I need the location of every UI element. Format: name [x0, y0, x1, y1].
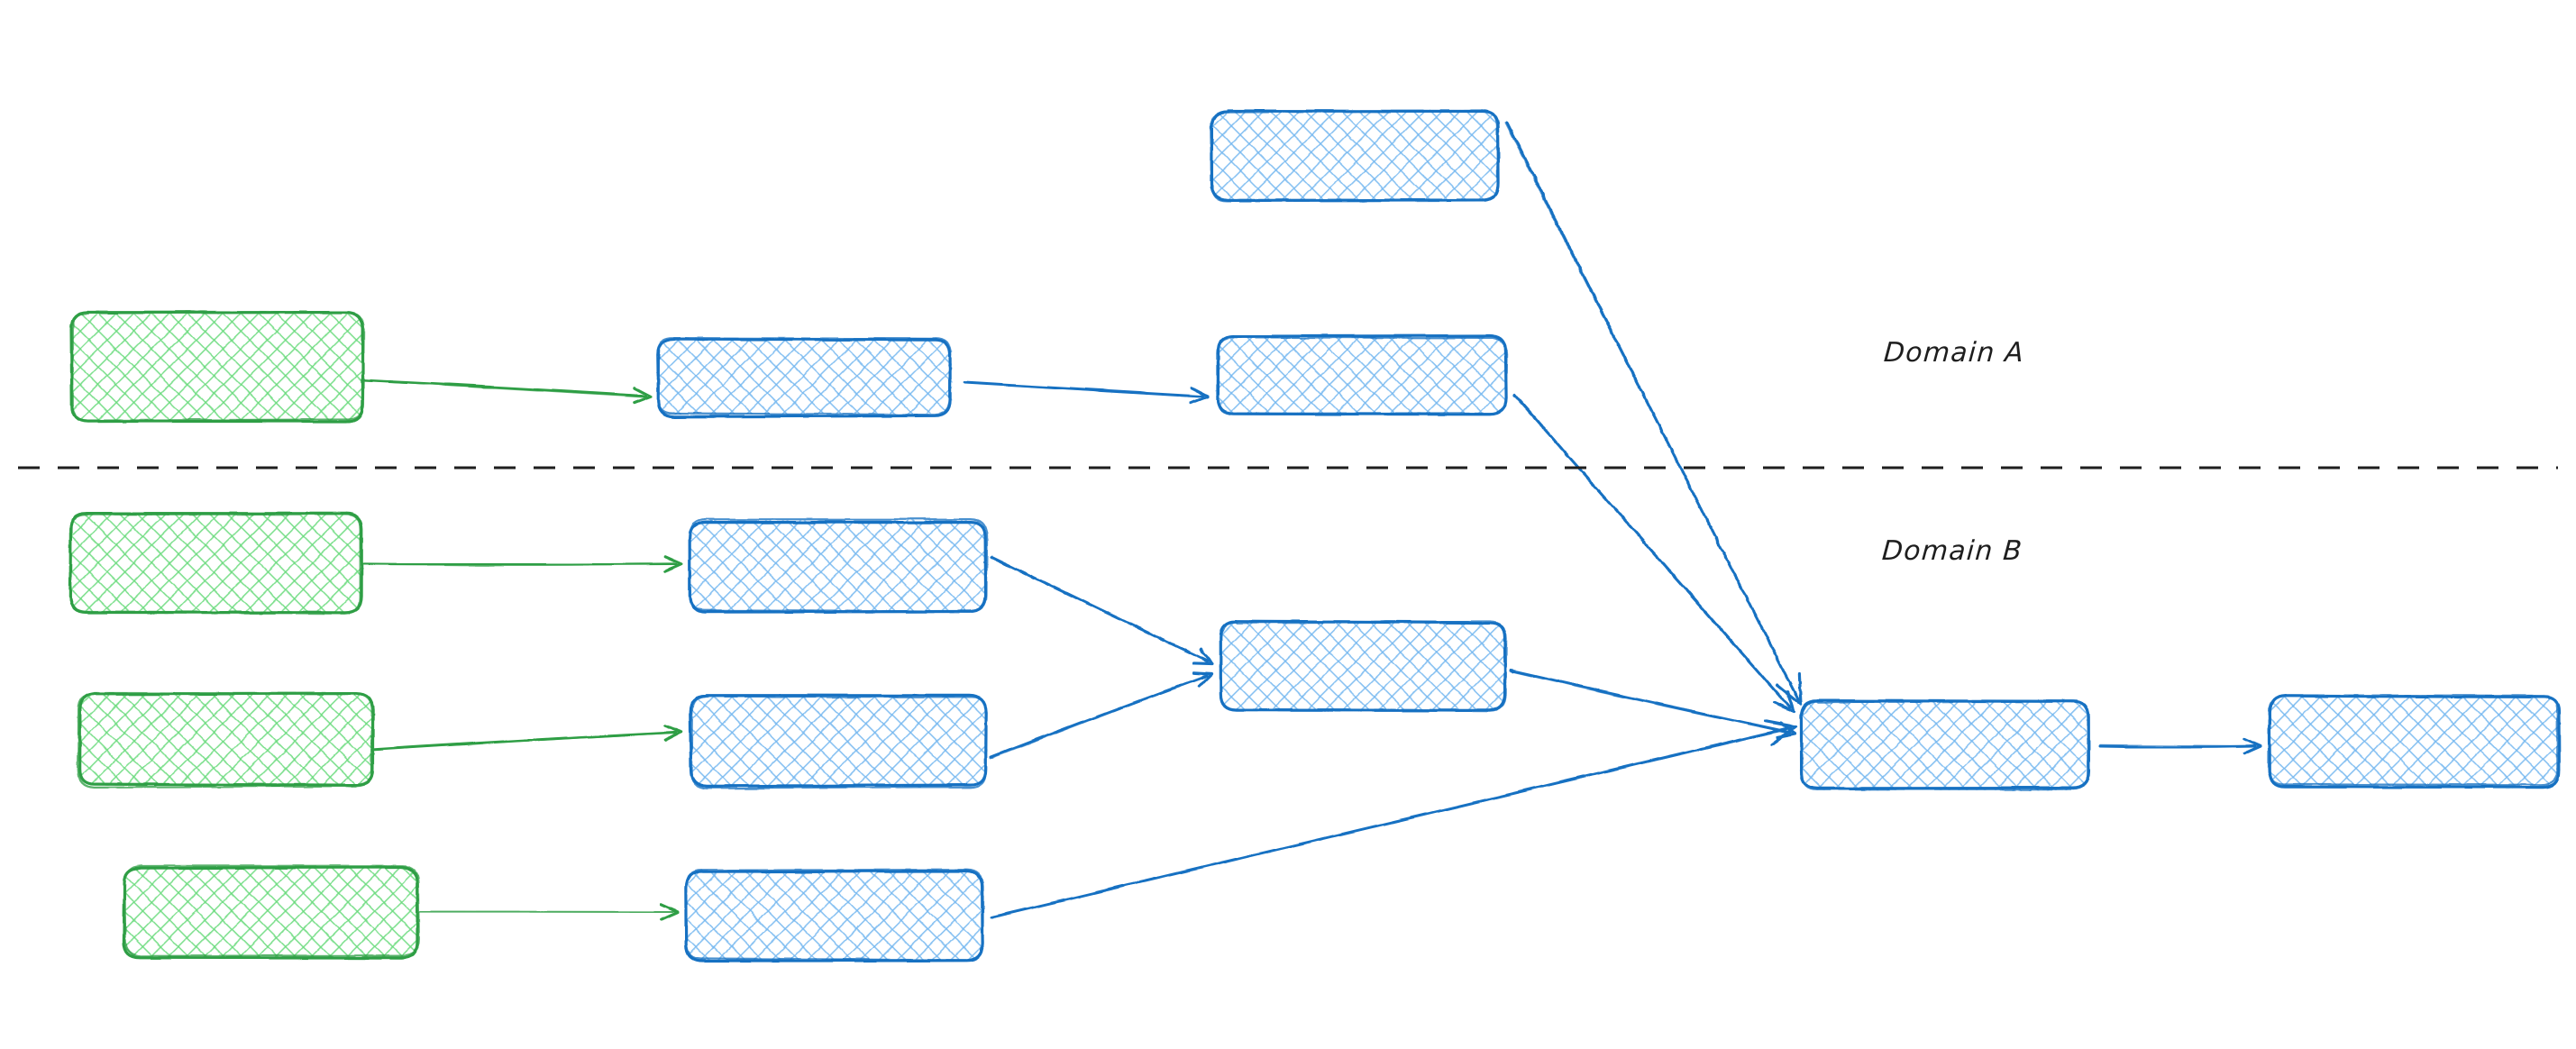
node-b-out[interactable] — [2269, 695, 2559, 787]
node-b-src-2[interactable] — [78, 693, 373, 787]
domain-a-label: Domain A — [1883, 337, 2026, 369]
node-b-proc-1[interactable] — [690, 519, 987, 612]
node-a-src-1[interactable] — [71, 312, 364, 422]
edge-e10 — [991, 721, 1795, 917]
node-b-proc-3[interactable] — [686, 870, 983, 961]
edge-e11 — [1511, 670, 1795, 737]
nodes-layer — [70, 111, 2560, 961]
node-b-src-1[interactable] — [70, 514, 361, 614]
edge-e1 — [362, 380, 651, 403]
edge-e12 — [2100, 739, 2261, 753]
edges-layer — [362, 123, 2261, 919]
node-a-top-1[interactable] — [1211, 111, 1500, 201]
domain-b-label: Domain B — [1881, 535, 2024, 567]
edge-e6 — [370, 725, 681, 750]
node-b-hub[interactable] — [1220, 621, 1506, 711]
edge-e4 — [1513, 395, 1794, 712]
node-a-proc-1[interactable] — [657, 338, 952, 416]
edge-e8 — [991, 557, 1212, 663]
edge-e5 — [364, 557, 681, 571]
node-b-proc-2[interactable] — [690, 696, 987, 789]
edge-e3 — [1506, 123, 1801, 705]
edge-e7 — [420, 905, 678, 919]
edge-e9 — [991, 673, 1212, 759]
node-b-merge[interactable] — [1801, 701, 2089, 790]
edge-e2 — [964, 382, 1208, 403]
node-a-proc-2[interactable] — [1218, 336, 1507, 415]
node-b-src-3[interactable] — [123, 865, 418, 958]
